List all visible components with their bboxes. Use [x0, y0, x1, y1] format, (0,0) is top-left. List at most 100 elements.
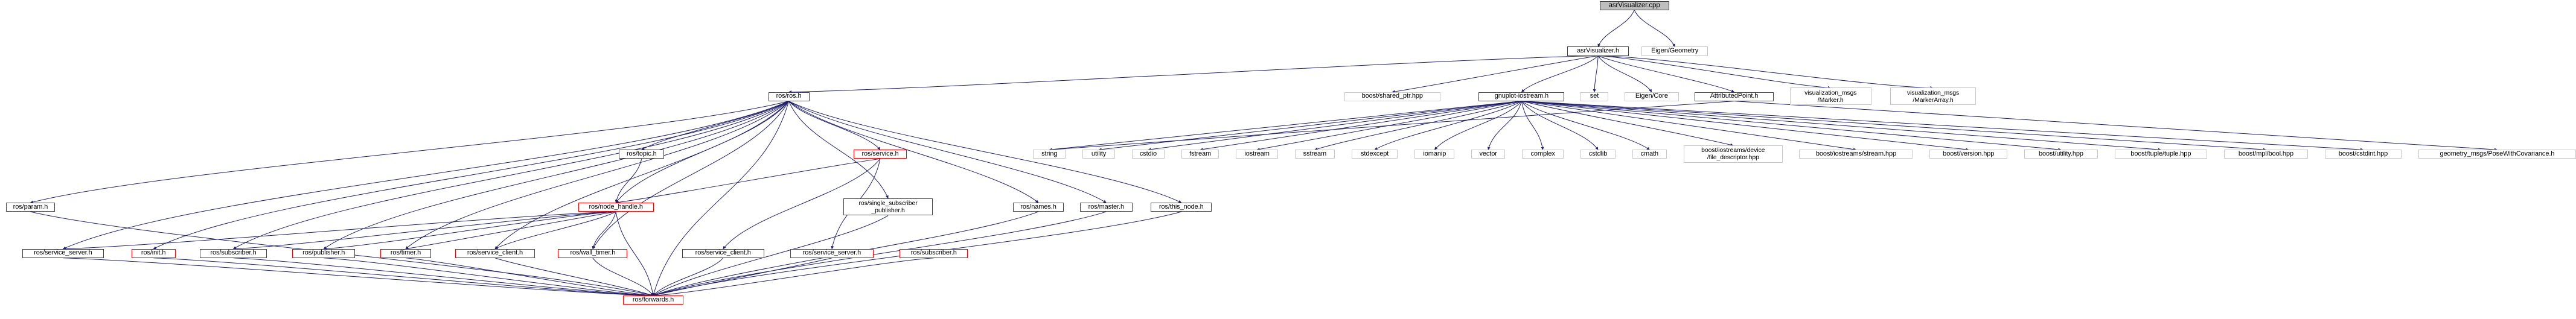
edge-ros-ros-h-to-ros-param-h: [30, 101, 789, 204]
edge-asrVisualizer-h-to-Eigen-Core: [1597, 55, 1652, 93]
node-ros-service-server-h[interactable]: ros/service_server.h: [22, 248, 104, 258]
edge-ros-subscriber-h-2-to-ros-forwards-h: [653, 257, 934, 297]
edge-asrVisualizer-h-to-set: [1593, 55, 1599, 93]
edge-gnuplot-iostream-to-vector: [1487, 101, 1522, 150]
node-ros-this-node-h[interactable]: ros/this_node.h: [1151, 203, 1212, 212]
edge-gnuplot-iostream-to-cstdio: [1148, 101, 1522, 151]
edge-ros-ros-h-to-ros-wall-timer-h: [592, 101, 789, 250]
edge-ros-ros-h-to-ros-service-client-h-1: [494, 101, 789, 250]
node-stdexcept[interactable]: stdexcept: [1351, 150, 1398, 159]
node-boost-iostreams-file-descriptor[interactable]: boost/iostreams/device /file_descriptor.…: [1683, 145, 1783, 163]
edge-gnuplot-iostream-to-boost-mpl-bool: [1521, 101, 2266, 151]
node-boost-version[interactable]: boost/version.hpp: [1929, 150, 2008, 159]
node-ros-wall-timer-h[interactable]: ros/wall_timer.h: [558, 248, 628, 258]
node-gnuplot-iostream[interactable]: gnuplot-iostream.h: [1478, 92, 1565, 101]
node-Eigen-Geometry[interactable]: Eigen/Geometry: [1641, 46, 1708, 56]
edge-gnuplot-iostream-to-boost-version: [1521, 101, 1969, 151]
node-geometry-msgs-PoseWithCovariance[interactable]: geometry_msgs/PoseWithCovariance.h: [2418, 150, 2576, 159]
edge-ros-ros-h-to-ros-service-h: [788, 101, 881, 150]
node-ros-service-client-h-1[interactable]: ros/service_client.h: [455, 248, 535, 258]
edge-ros-service-client-h-1-to-ros-forwards-h: [494, 257, 654, 297]
node-ros-forwards-h[interactable]: ros/forwards.h: [623, 295, 683, 305]
edge-ros-node-handle-h-to-ros-timer-h: [405, 211, 616, 250]
edge-asrVisualizer-h-to-vis-msgs-MarkerArray: [1598, 55, 1934, 89]
node-utility[interactable]: utility: [1082, 150, 1116, 159]
node-ros-single-subscriber-publisher-h[interactable]: ros/single_subscriber _publisher.h: [843, 198, 933, 216]
node-sstream[interactable]: sstream: [1294, 150, 1335, 159]
node-boost-iostreams-stream[interactable]: boost/iostreams/stream.hpp: [1799, 150, 1913, 159]
edge-AttributedPoint-h-to-geometry-msgs-PoseWithCovariance: [1734, 101, 2498, 151]
edge-asrVisualizer-h-to-boost-shared-ptr: [1392, 55, 1599, 93]
node-boost-mpl-bool[interactable]: boost/mpl/bool.hpp: [2223, 150, 2309, 159]
node-boost-tuple[interactable]: boost/tuple/tuple.hpp: [2114, 150, 2207, 159]
node-ros-init-h[interactable]: ros/init.h: [131, 248, 176, 258]
node-AttributedPoint-h[interactable]: AttributedPoint.h: [1695, 92, 1774, 101]
edge-ros-ros-h-to-ros-topic-h: [641, 101, 789, 150]
node-ros-master-h[interactable]: ros/master.h: [1079, 203, 1133, 212]
node-iomanip[interactable]: iomanip: [1414, 150, 1455, 159]
node-boost-shared-ptr[interactable]: boost/shared_ptr.hpp: [1344, 92, 1440, 101]
node-ros-timer-h[interactable]: ros/timer.h: [380, 248, 431, 258]
node-cstdlib[interactable]: cstdlib: [1580, 150, 1616, 159]
node-ros-topic-h[interactable]: ros/topic.h: [619, 150, 665, 159]
node-cmath[interactable]: cmath: [1632, 150, 1667, 159]
edge-gnuplot-iostream-to-sstream: [1314, 101, 1522, 151]
edge-ros-service-h-to-ros-node-handle-h: [615, 158, 881, 204]
edge-ros-ros-h-to-ros-this-node-h: [788, 101, 1182, 203]
edge-ros-ros-h-to-ros-timer-h: [405, 101, 789, 250]
edge-ros-service-client-h-2-to-ros-forwards-h: [653, 257, 724, 296]
edge-ros-publisher-h-to-ros-forwards-h: [324, 257, 654, 297]
edge-gnuplot-iostream-to-boost-utility: [1521, 101, 2062, 151]
edge-ros-ros-h-to-ros-init-h: [153, 101, 789, 250]
node-Eigen-Core[interactable]: Eigen/Core: [1624, 92, 1680, 101]
edge-gnuplot-iostream-to-boost-tuple: [1521, 101, 2161, 151]
edge-ros-ros-h-to-ros-service-server-h: [62, 101, 789, 250]
node-ros-ros-h[interactable]: ros/ros.h: [768, 92, 810, 101]
node-vis-msgs-MarkerArray[interactable]: visualization_msgs /MarkerArray.h: [1890, 87, 1976, 105]
edge-ros-ros-h-to-ros-names-h: [788, 101, 1039, 203]
node-fstream[interactable]: fstream: [1181, 150, 1219, 159]
edge-ros-service-server-h-to-ros-forwards-h: [63, 257, 654, 297]
node-ros-subscriber-h[interactable]: ros/subscriber.h: [199, 248, 267, 258]
edge-ros-init-h-to-ros-forwards-h: [153, 257, 654, 297]
node-asrVisualizer-cpp[interactable]: asrVisualizer.cpp: [1599, 1, 1669, 10]
edge-asrVisualizer-cpp-to-asrVisualizer-h: [1597, 10, 1635, 47]
node-complex[interactable]: complex: [1521, 150, 1564, 159]
edge-gnuplot-iostream-to-cstdlib: [1521, 101, 1599, 150]
node-ros-subscriber-h-2[interactable]: ros/subscriber.h: [900, 248, 968, 258]
edge-ros-timer-h-to-ros-forwards-h: [405, 257, 654, 297]
edge-ros-node-handle-h-to-ros-service-server-h: [62, 211, 616, 251]
edge-gnuplot-iostream-to-utility: [1098, 101, 1522, 151]
node-ros-publisher-h[interactable]: ros/publisher.h: [292, 248, 356, 258]
node-ros-param-h[interactable]: ros/param.h: [6, 203, 55, 212]
node-vis-msgs-Marker[interactable]: visualization_msgs /Marker.h: [1789, 87, 1871, 105]
edge-ros-topic-h-to-ros-node-handle-h: [615, 159, 642, 203]
node-ros-service-server-h-2[interactable]: ros/service_server.h: [790, 248, 874, 258]
node-cstdio[interactable]: cstdio: [1131, 150, 1165, 159]
edge-gnuplot-iostream-to-iostream: [1256, 101, 1522, 151]
node-ros-service-client-h-2[interactable]: ros/service_client.h: [682, 248, 764, 258]
node-iostream[interactable]: iostream: [1236, 150, 1278, 159]
edge-ros-ros-h-to-ros-forwards-h: [652, 101, 790, 296]
edge-gnuplot-iostream-to-boost-iostreams-stream: [1521, 101, 1856, 151]
edge-gnuplot-iostream-to-complex: [1521, 101, 1544, 150]
node-asrVisualizer-h[interactable]: asrVisualizer.h: [1567, 46, 1629, 56]
edge-ros-wall-timer-h-to-ros-forwards-h: [592, 257, 654, 296]
edge-asrVisualizer-h-to-AttributedPoint-h: [1597, 55, 1734, 93]
node-boost-cstdint[interactable]: boost/cstdint.hpp: [2324, 150, 2402, 159]
node-ros-node-handle-h[interactable]: ros/node_handle.h: [578, 203, 654, 212]
node-string[interactable]: string: [1033, 150, 1066, 159]
edge-ros-node-handle-h-to-ros-wall-timer-h: [592, 211, 616, 250]
edge-gnuplot-iostream-to-boost-cstdint: [1521, 101, 2363, 151]
edge-gnuplot-iostream-to-string: [1049, 101, 1522, 151]
node-ros-service-h[interactable]: ros/service.h: [854, 150, 907, 159]
edge-ros-service-server-h-2-to-ros-forwards-h: [653, 257, 833, 297]
node-set[interactable]: set: [1580, 92, 1609, 101]
node-ros-names-h[interactable]: ros/names.h: [1013, 203, 1064, 212]
edge-asrVisualizer-cpp-to-Eigen-Geometry: [1634, 10, 1675, 47]
edge-ros-node-handle-h-to-ros-publisher-h: [323, 211, 616, 251]
node-vector[interactable]: vector: [1471, 150, 1505, 159]
node-boost-utility[interactable]: boost/utility.hpp: [2024, 150, 2098, 159]
